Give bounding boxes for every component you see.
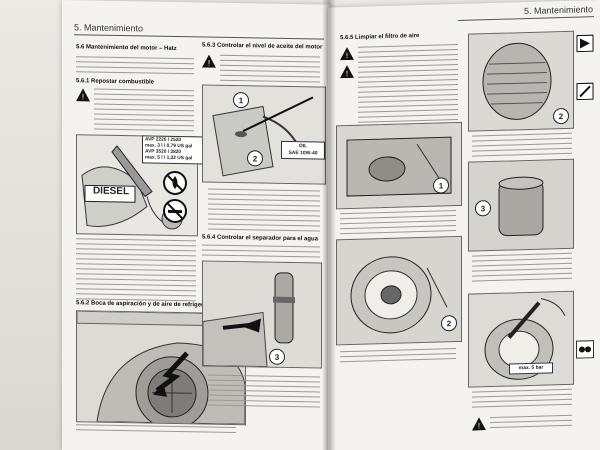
- section-title-main: 5.6 Mantenimiento del motor – Hatz: [76, 44, 177, 53]
- text-block: [472, 388, 572, 412]
- no-smoking-icon: [163, 198, 187, 223]
- compressed-air-figure: max. 5 bar: [468, 290, 574, 388]
- text-block: [202, 244, 320, 261]
- svg-text:!: !: [82, 92, 84, 101]
- text-block: [358, 43, 458, 127]
- text-block: [472, 132, 572, 161]
- text-block: [76, 238, 196, 305]
- header-rule: [74, 34, 324, 40]
- water-separator-figure: 3: [202, 260, 322, 369]
- text-block: [76, 56, 194, 78]
- warning-icon: !: [76, 88, 90, 102]
- page-header-left: 5. Mantenimiento: [74, 22, 144, 34]
- text-block: [472, 252, 572, 286]
- no-fire-icon: [163, 170, 187, 195]
- pressure-label: max. 5 bar: [509, 362, 553, 375]
- warning-icon: !: [472, 417, 486, 431]
- filter-cartridge-figure: 2: [336, 235, 462, 346]
- oil-level-figure: 1 2 OIL SAE 10W-40: [202, 84, 326, 185]
- page-header-right: 5. Mantenimiento: [524, 4, 594, 17]
- text-block: [76, 424, 236, 437]
- filter-element-figure: 2: [468, 30, 574, 132]
- text-block: [340, 210, 456, 238]
- warning-icon: !: [340, 47, 354, 61]
- filter-insert-figure: 3: [468, 158, 574, 252]
- warning-icon: !: [340, 65, 354, 79]
- svg-text:!: !: [346, 69, 348, 78]
- callout-3: 3: [269, 348, 285, 365]
- text-block: [94, 88, 194, 136]
- section-title-separator: 5.6.4 Controlar el separador para el agu…: [202, 234, 319, 243]
- eye-protection-icon: [576, 340, 594, 359]
- diesel-label: DIESEL: [92, 185, 130, 198]
- svg-text:!: !: [346, 51, 348, 60]
- header-rule: [458, 16, 594, 21]
- book-gutter: [322, 0, 336, 450]
- text-block: [208, 188, 320, 236]
- svg-text:!: !: [208, 59, 210, 68]
- section-title-oil: 5.6.3 Controlar el nivel de aceite del m…: [202, 42, 323, 51]
- left-page: 5. Mantenimiento 5.6 Mantenimiento del m…: [62, 0, 330, 450]
- section-title-air-filter: 5.6.5 Limpiar el filtro de aire: [340, 33, 420, 42]
- callout-2: 2: [247, 150, 263, 167]
- text-block: [490, 414, 572, 432]
- oil-spec-label: OIL SAE 10W-40: [281, 140, 325, 160]
- callout-1: 1: [233, 91, 249, 109]
- warning-icon: !: [202, 54, 216, 68]
- text-block: [340, 348, 456, 366]
- filter-housing-figure: 1: [336, 121, 462, 210]
- text-block: [208, 374, 320, 412]
- section-title-cooling: 5.6.2 Boca de aspiración y de aire de re…: [76, 300, 220, 309]
- text-block: [220, 54, 320, 87]
- right-page: 5. Mantenimiento 5.6.5 Limpiar el filtro…: [328, 0, 600, 450]
- read-manual-icon: [576, 34, 594, 53]
- tool-icon: [576, 82, 594, 101]
- section-title-refuel: 5.6.1 Repostar combustible: [76, 78, 155, 86]
- svg-text:!: !: [478, 421, 480, 430]
